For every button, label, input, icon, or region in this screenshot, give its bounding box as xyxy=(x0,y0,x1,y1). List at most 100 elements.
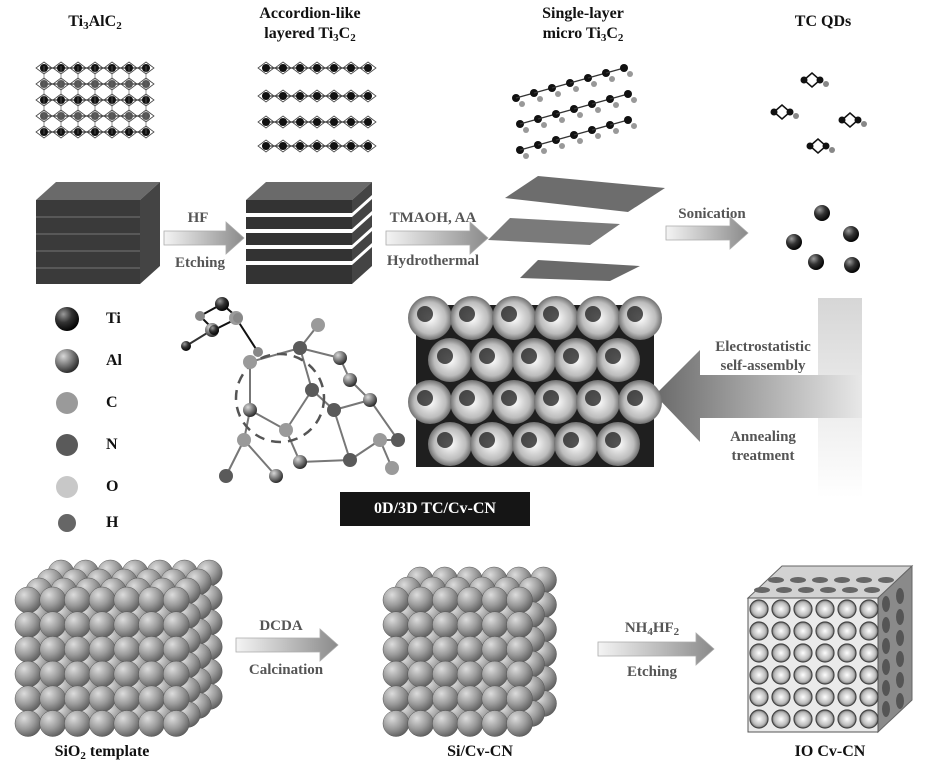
atom xyxy=(861,121,867,127)
step-sonication: Sonication xyxy=(678,206,746,222)
label-sio2-template: SiO2 template xyxy=(54,743,150,762)
sphere xyxy=(407,586,434,614)
sphere xyxy=(64,586,91,614)
atom xyxy=(559,143,565,149)
sphere xyxy=(456,710,484,737)
atom xyxy=(233,313,243,323)
sphere xyxy=(432,636,459,663)
atom xyxy=(313,142,321,150)
sphere xyxy=(14,636,42,663)
atom xyxy=(559,117,565,123)
atom xyxy=(838,116,846,124)
io-cv-cn-framework xyxy=(746,564,914,734)
pore xyxy=(768,577,784,583)
sphere xyxy=(88,710,116,737)
atom xyxy=(296,92,304,100)
sphere xyxy=(456,685,484,713)
pore xyxy=(882,659,890,675)
legend-label: C xyxy=(106,394,118,411)
atom xyxy=(829,147,835,153)
pore xyxy=(896,630,904,646)
atom xyxy=(793,113,799,119)
sphere xyxy=(162,660,190,688)
pore xyxy=(771,709,791,729)
pore xyxy=(837,599,857,619)
atom xyxy=(519,101,525,107)
atom xyxy=(347,64,355,72)
pore xyxy=(856,577,872,583)
atom xyxy=(313,92,321,100)
pore xyxy=(859,665,879,685)
nh4hf2-etching-arrow xyxy=(597,632,715,666)
pore xyxy=(859,621,879,641)
tc-qd-dots xyxy=(786,205,860,273)
sphere xyxy=(14,586,42,614)
atom xyxy=(296,142,304,150)
atom xyxy=(262,118,270,126)
sphere xyxy=(456,636,484,663)
pore xyxy=(771,599,791,619)
sphere xyxy=(382,660,410,688)
pore xyxy=(771,621,791,641)
hydrothermal-arrow xyxy=(385,221,489,255)
atom xyxy=(293,341,307,355)
legend-label: O xyxy=(106,478,119,495)
sonication-arrow xyxy=(665,216,749,250)
pore xyxy=(896,672,904,688)
legend-swatch xyxy=(58,514,76,532)
sphere xyxy=(113,586,141,614)
label-tc-qds: TC QDs xyxy=(794,13,852,30)
pore xyxy=(771,643,791,663)
step-nh4hf2: NH4HF2 xyxy=(624,620,680,638)
sphere xyxy=(88,660,116,688)
atom xyxy=(385,461,399,475)
pore xyxy=(776,587,792,593)
atom xyxy=(243,403,257,417)
atom xyxy=(279,64,287,72)
pore xyxy=(815,621,835,641)
atom xyxy=(269,469,283,483)
sphere xyxy=(162,586,190,614)
pore xyxy=(749,643,769,663)
atom xyxy=(364,64,372,72)
sphere xyxy=(88,586,116,614)
pore xyxy=(793,687,813,707)
sphere xyxy=(506,611,533,638)
atom xyxy=(364,142,372,150)
product-badge: 0D/3D TC/Cv-CN xyxy=(340,492,530,526)
sphere xyxy=(382,710,410,737)
atom xyxy=(262,64,270,72)
atom xyxy=(609,76,615,82)
sphere xyxy=(113,660,141,688)
atom xyxy=(330,64,338,72)
sphere xyxy=(138,660,165,688)
atom xyxy=(195,311,205,321)
sphere xyxy=(64,636,91,663)
sphere xyxy=(14,660,42,688)
single-layer-sheets xyxy=(488,176,665,281)
atom xyxy=(577,112,583,118)
label-ti3alc2: Ti3AlC2 xyxy=(68,13,122,32)
pore xyxy=(815,665,835,685)
atom xyxy=(330,92,338,100)
atom xyxy=(363,393,377,407)
pore xyxy=(842,587,858,593)
atom xyxy=(613,102,619,108)
sphere xyxy=(64,685,91,713)
sphere xyxy=(382,611,410,638)
pore xyxy=(882,617,890,633)
sphere xyxy=(14,685,42,713)
sphere xyxy=(39,710,66,737)
sphere xyxy=(113,710,141,737)
atom xyxy=(209,325,219,335)
ti3alc2-lattice xyxy=(35,61,155,139)
atom xyxy=(313,64,321,72)
pore xyxy=(837,621,857,641)
sphere xyxy=(14,710,42,737)
label-si-cv-cn: Si/Cv-CN xyxy=(447,743,513,760)
pore xyxy=(815,709,835,729)
pore xyxy=(749,687,769,707)
step-etching: Etching xyxy=(174,255,225,271)
sphere xyxy=(39,685,66,713)
